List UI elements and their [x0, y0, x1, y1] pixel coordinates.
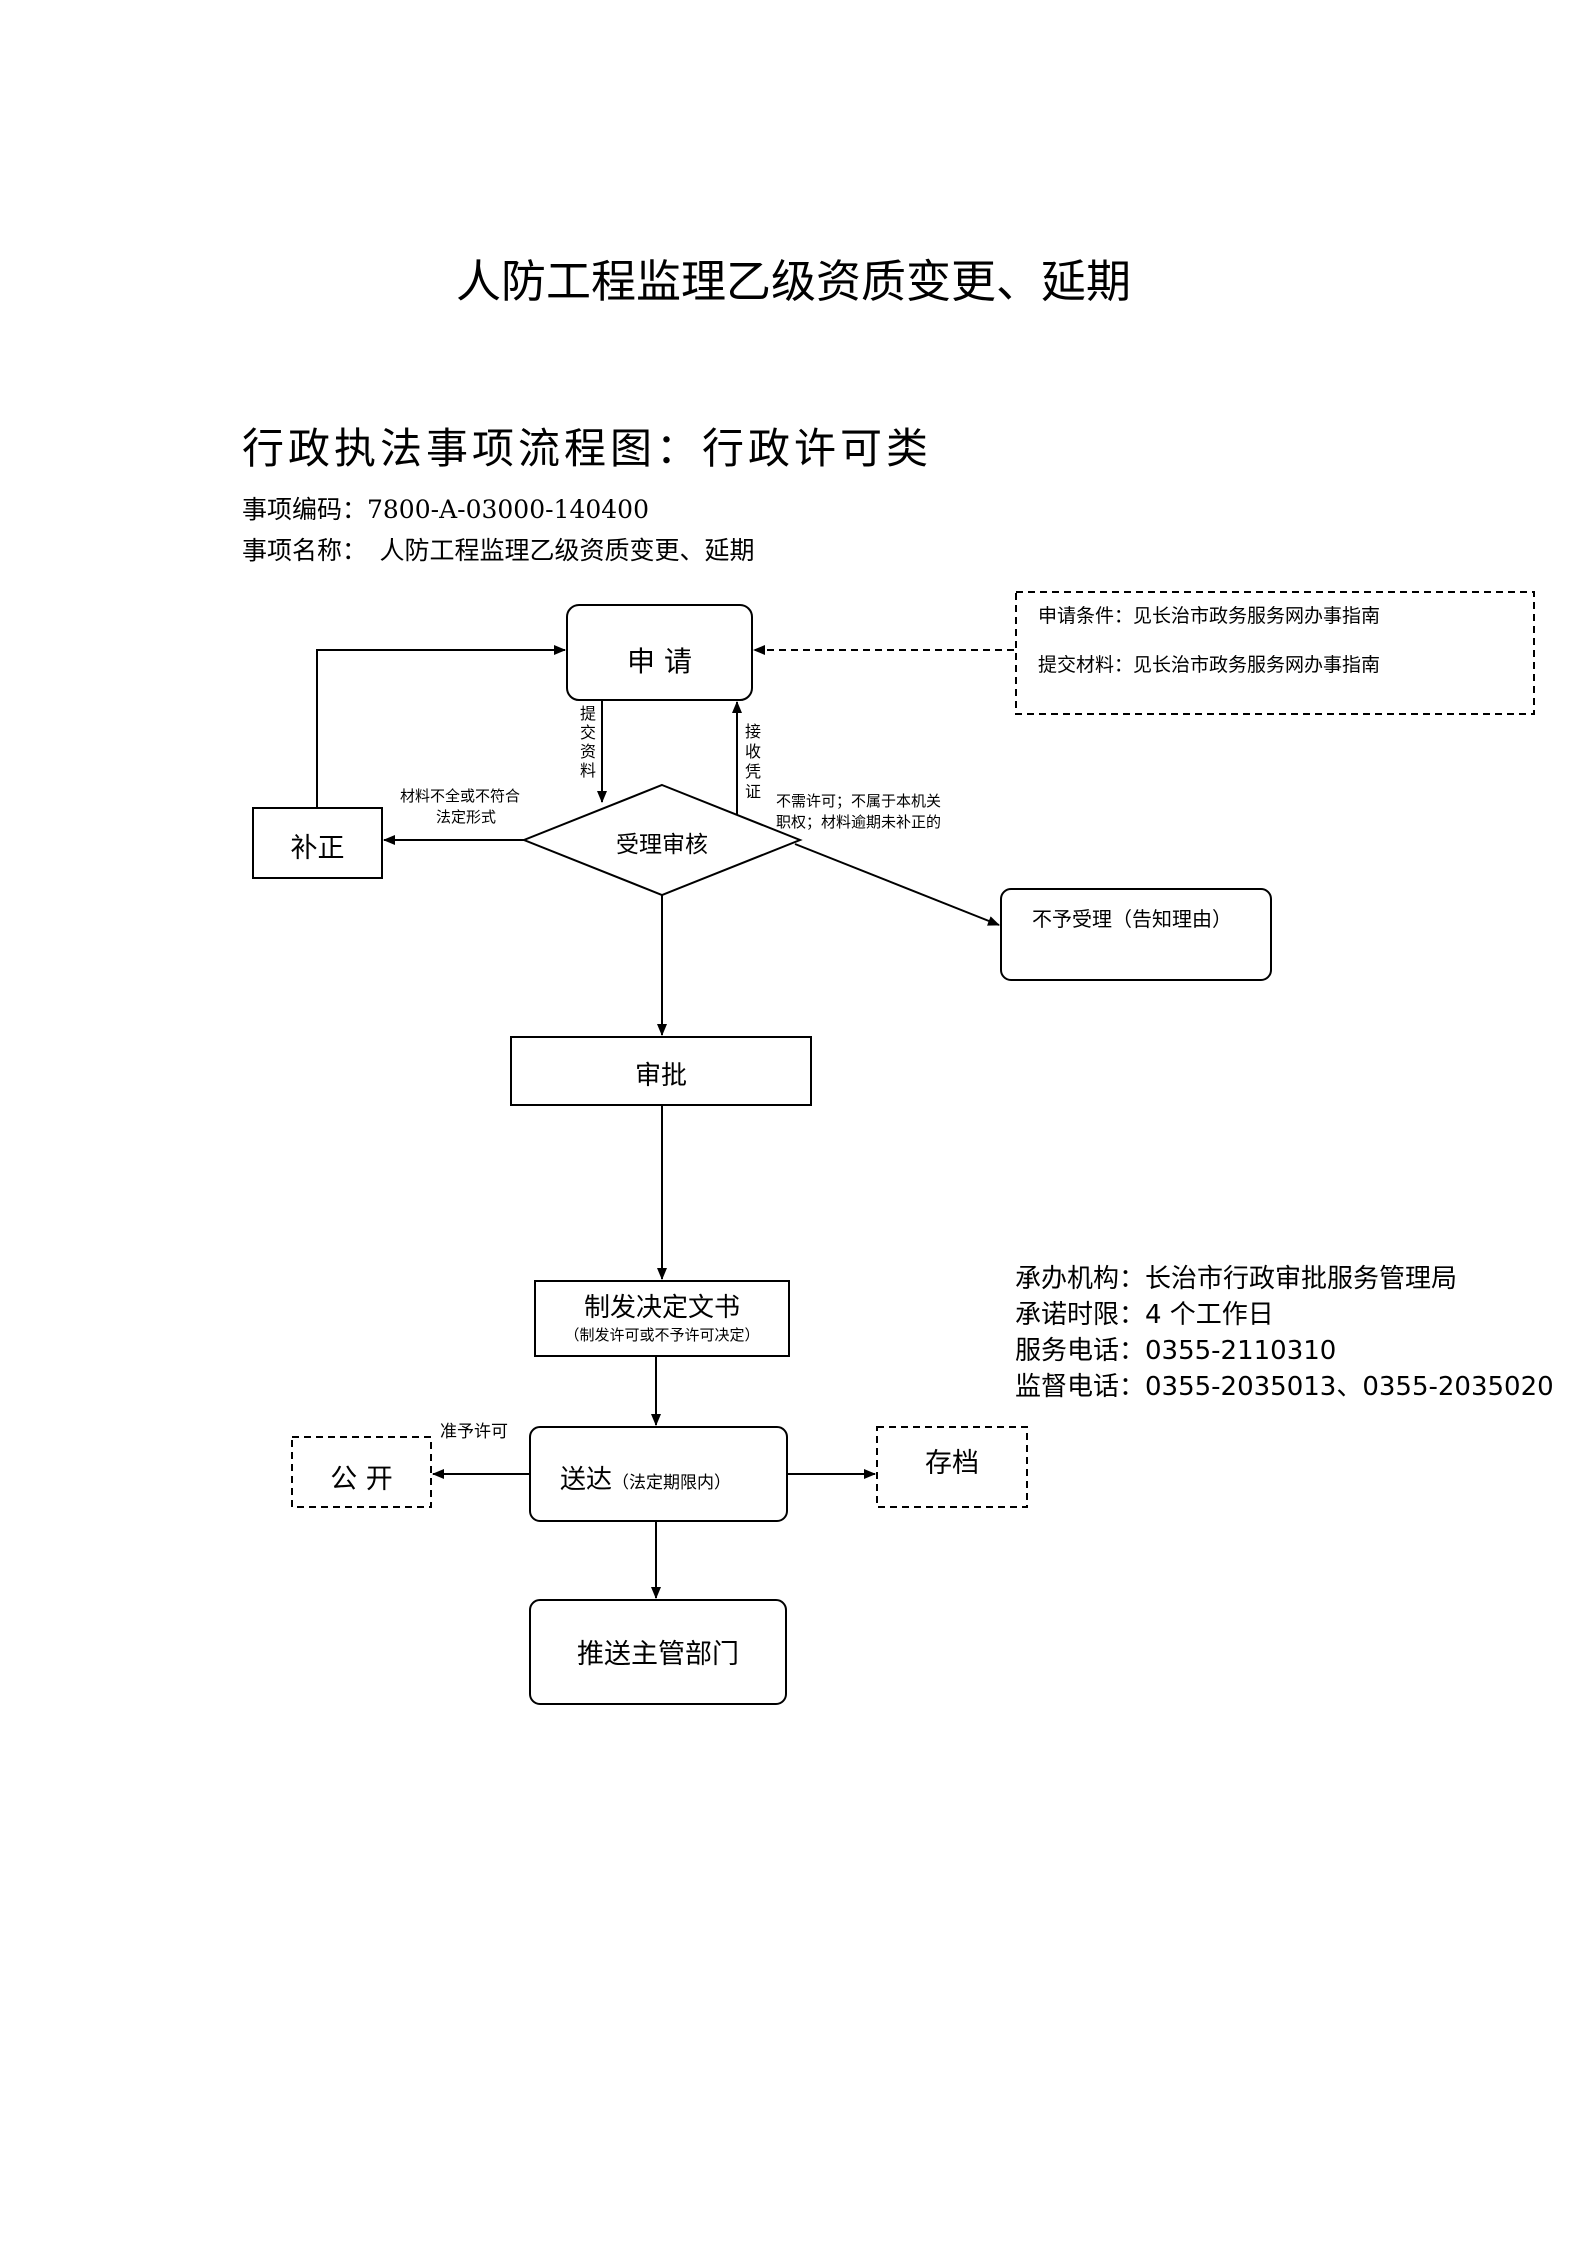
correct-return-arrow: [316, 645, 566, 808]
receipt-char-1: 接: [745, 722, 762, 741]
decision-label: 制发决定文书: [583, 1293, 740, 1323]
archive-box: [876, 1426, 1028, 1508]
item-name: 事项名称： 人防工程监理乙级资质变更、延期: [242, 536, 755, 565]
reject-label: 不予受理（告知理由）: [1032, 907, 1232, 931]
conditions-box: [1015, 591, 1535, 715]
service-phone-info: 服务电话：0355-2110310: [1015, 1336, 1337, 1366]
apply-box: [566, 604, 753, 701]
push-label: 推送主管部门: [577, 1639, 739, 1670]
receipt-char-3: 凭: [745, 762, 762, 781]
deliver-sub: （法定期限内）: [612, 1473, 732, 1493]
page-title: 人防工程监理乙级资质变更、延期: [455, 255, 1131, 308]
item-code: 事项编码：7800-A-03000-140400: [242, 495, 649, 524]
incomplete-label-1: 材料不全或不符合: [400, 787, 521, 805]
submit-char-2: 交: [580, 723, 597, 742]
incomplete-label-2: 法定形式: [436, 808, 497, 826]
agency-info: 承办机构：长治市行政审批服务管理局: [1015, 1264, 1458, 1294]
permit-edge-label: 准予许可: [440, 1422, 508, 1442]
submit-edge-label: 提 交 资 料: [580, 704, 596, 780]
flowchart-subtitle: 行政执法事项流程图：行政许可类: [242, 424, 933, 473]
receipt-edge-label: 接 收 凭 证: [745, 722, 761, 802]
conditions-line2: 提交材料：见长治市政务服务网办事指南: [1038, 654, 1381, 676]
receipt-char-4: 证: [745, 782, 762, 801]
reject-reason-2: 职权；材料逾期未补正的: [776, 813, 942, 831]
approve-label: 审批: [634, 1061, 687, 1091]
correct-label: 补正: [290, 833, 345, 864]
supervise-phone-info: 监督电话：0355-2035013、0355-2035020: [1015, 1372, 1554, 1402]
review-label: 受理审核: [616, 832, 708, 858]
time-limit-info: 承诺时限：4 个工作日: [1015, 1300, 1274, 1330]
submit-char-1: 提: [580, 704, 597, 723]
conditions-line1: 申请条件：见长治市政务服务网办事指南: [1038, 605, 1381, 627]
deliver-main: 送达: [560, 1465, 613, 1495]
receipt-char-2: 收: [745, 742, 762, 761]
archive-label: 存档: [925, 1448, 979, 1479]
reject-box: [1000, 888, 1272, 981]
decision-sub-label: （制发许可或不予许可决定）: [564, 1326, 760, 1344]
public-box: [291, 1436, 432, 1508]
reject-arrow: [794, 843, 1000, 926]
submit-char-4: 料: [580, 761, 597, 780]
push-box: [529, 1599, 787, 1705]
decision-box: [534, 1280, 790, 1357]
public-label: 公 开: [330, 1464, 393, 1495]
apply-label: 申 请: [627, 645, 692, 678]
reject-reason-1: 不需许可；不属于本机关: [776, 792, 942, 810]
submit-char-3: 资: [580, 742, 597, 761]
deliver-label: 送达（法定期限内）: [560, 1459, 731, 1496]
